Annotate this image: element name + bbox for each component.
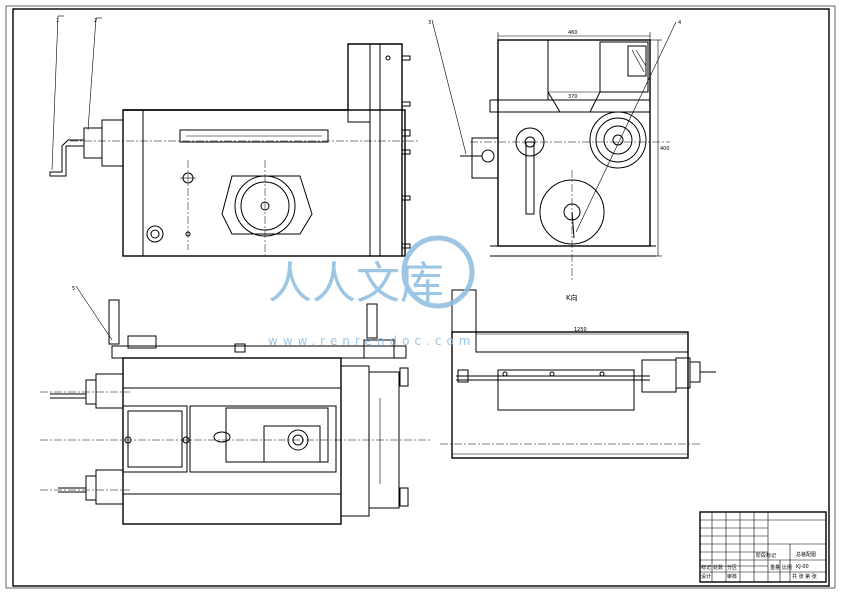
tb-role-design: 设计: [701, 573, 711, 580]
tb-scale: 比例: [782, 564, 792, 571]
tb-drawing-title: 总装配图: [796, 551, 816, 558]
balloon-4: 4: [678, 20, 681, 26]
dim-top-width: 460: [568, 30, 578, 36]
k-view: [440, 289, 716, 459]
balloon-2: 2: [94, 18, 97, 24]
watermark: 人人文库 www.renrendoc.com: [268, 235, 475, 348]
tb-row-label-1: 处数: [713, 564, 723, 571]
balloon-5: 5: [72, 286, 75, 292]
watermark-logo-text: 人人文库: [268, 258, 444, 309]
outer-border: [5, 5, 836, 589]
tb-sheet: 共 张 第 张: [792, 573, 817, 580]
title-block: [699, 511, 827, 583]
tb-row-label-0: 标记: [701, 564, 711, 571]
tb-role-review: 审核: [727, 573, 737, 580]
dim-plan-width: 1250: [574, 327, 587, 333]
section-label: K向: [566, 293, 578, 302]
watermark-url: www.renrendoc.com: [268, 334, 475, 348]
front-view: [49, 15, 420, 257]
tb-stage: 阶段标记: [756, 552, 776, 559]
tb-drawing-no: KJ-00: [796, 564, 809, 570]
tb-row-label-2: 分区: [727, 564, 737, 571]
plan-view: [40, 285, 430, 525]
dim-height: 400: [660, 146, 670, 152]
balloon-3: 3: [428, 20, 431, 26]
watermark-logo-icon: [401, 235, 475, 309]
inner-frame: [12, 8, 830, 587]
tb-weight: 重量: [770, 564, 780, 571]
dim-inner-width: 370: [568, 94, 578, 100]
balloon-1: 1: [56, 18, 59, 24]
side-view: [431, 19, 677, 280]
